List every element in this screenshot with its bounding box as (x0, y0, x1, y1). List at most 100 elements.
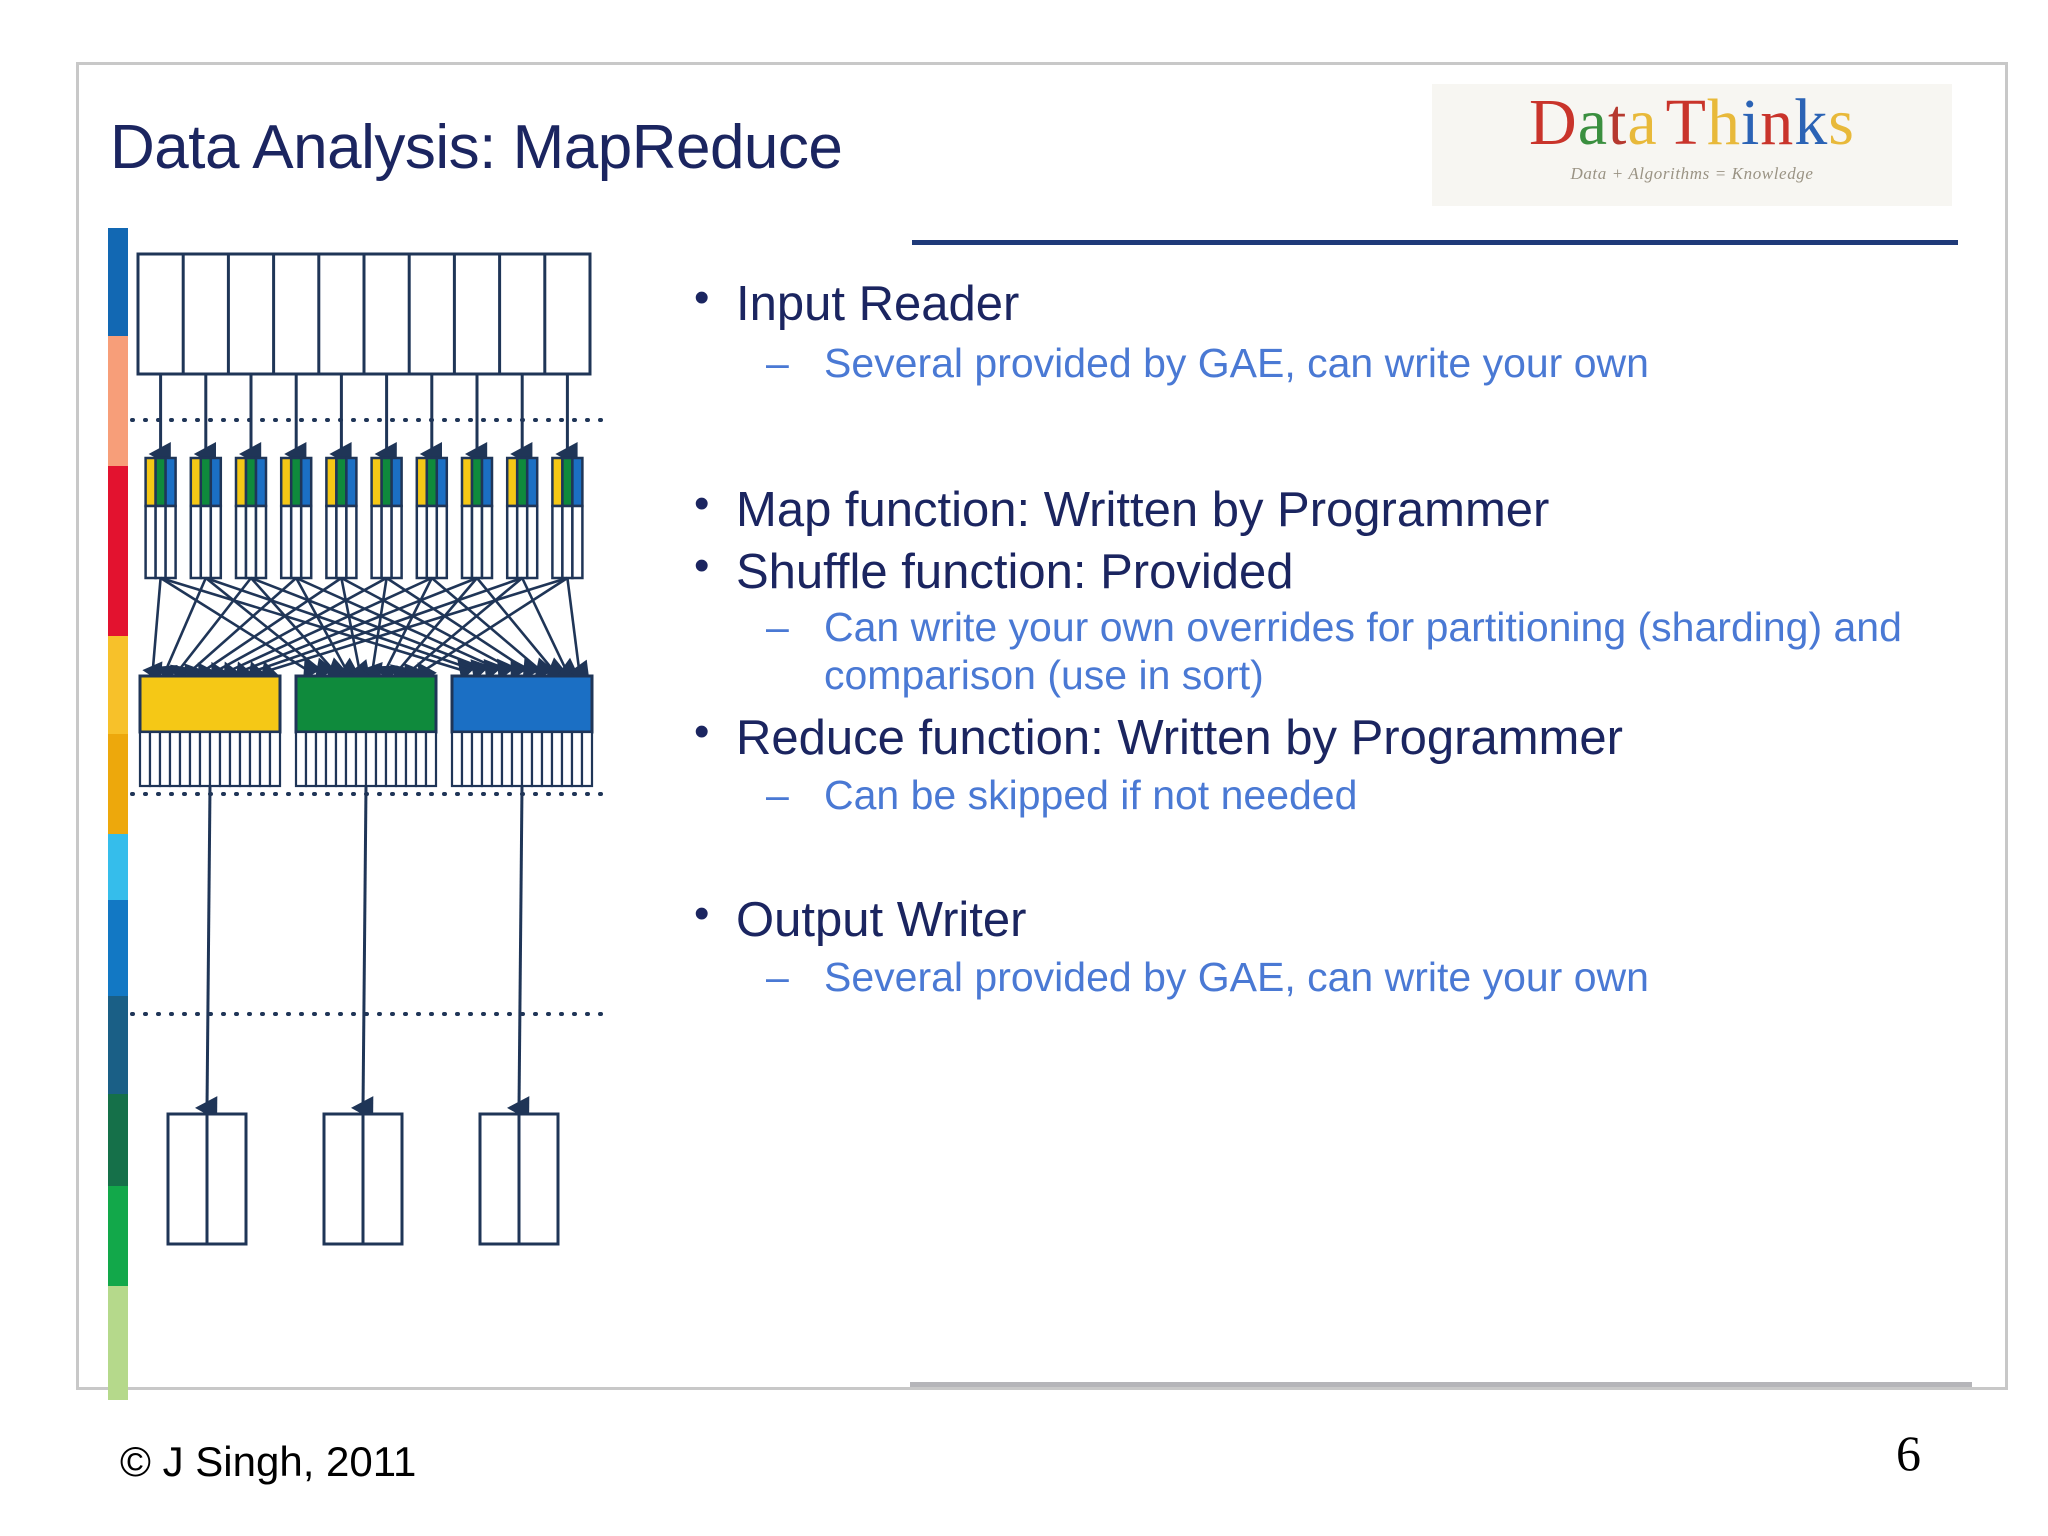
decorative-color-bar (108, 228, 128, 1400)
map-intermediate-cell (289, 504, 303, 580)
reduce-output-cell (218, 730, 232, 788)
color-bar-segment (108, 1094, 128, 1186)
map-intermediate-cell (244, 504, 258, 580)
map-intermediate-cell (345, 504, 358, 580)
logo-letter: n (1760, 86, 1795, 159)
map-stripe (425, 456, 439, 508)
reduce-output-cell (344, 730, 358, 788)
map-intermediate-cell (209, 504, 223, 580)
shuffle-edge (430, 577, 555, 679)
bullet-secondary: Several provided by GAE, can write your … (690, 340, 2034, 388)
map-stripe (515, 456, 529, 508)
shuffle-edge (160, 576, 478, 681)
map-stripe (234, 456, 248, 508)
reduce-output-cell (198, 730, 212, 788)
map-intermediate-cell (525, 504, 539, 580)
shuffle-edge (475, 577, 568, 678)
reduce-output-cell (424, 730, 438, 788)
reduce-output-cell (510, 730, 524, 788)
logo-letter: a (1627, 86, 1658, 159)
color-bar-segment (108, 996, 128, 1094)
reduce-output-cell (228, 730, 242, 788)
map-intermediate-cell (199, 504, 213, 580)
map-intermediate-cell (154, 504, 167, 580)
bullet-secondary: Can be skipped if not needed (690, 772, 2034, 820)
map-intermediate-cell (435, 504, 449, 580)
shuffle-edge (204, 576, 336, 680)
color-bar-segment (108, 336, 128, 466)
reduce-output-cell (580, 730, 594, 788)
reduce-output-cell (550, 730, 564, 788)
reduce-output-cell (374, 730, 388, 788)
reduce-output-cell (294, 730, 308, 788)
map-stripe (154, 456, 167, 508)
map-intermediate-cell (335, 504, 348, 580)
map-stripe (370, 456, 383, 508)
map-intermediate-cell (460, 504, 474, 580)
reduce-output-cell (570, 730, 584, 788)
reduce-output-cell (304, 730, 318, 788)
bullet-primary: Output Writer (690, 889, 1026, 948)
map-stripe (390, 456, 403, 508)
shuffle-edge (155, 577, 207, 685)
shuffle-edge (211, 576, 388, 684)
map-stripe (380, 456, 393, 508)
map-stripe (345, 456, 358, 508)
map-stripe (460, 456, 474, 508)
map-stripe (551, 456, 564, 508)
map-stripe (244, 456, 258, 508)
shuffle-edge (197, 576, 343, 685)
map-intermediate-cell (425, 504, 439, 580)
map-intermediate-cell (390, 504, 403, 580)
color-bar-segment (108, 466, 128, 636)
map-intermediate-cell (515, 504, 529, 580)
map-stripe (335, 456, 348, 508)
bullet-list: Input ReaderSeveral provided by GAE, can… (690, 273, 1980, 1056)
reduce-output-cell (258, 730, 272, 788)
reduce-output-cell (178, 730, 192, 788)
logo-letter: h (1706, 86, 1741, 159)
shuffle-edge (235, 576, 478, 684)
bullet-primary: Shuffle function: Provided (690, 541, 1294, 600)
shuffle-edge (184, 577, 298, 685)
map-stripe (525, 456, 539, 508)
map-stripe (325, 456, 338, 508)
reduce-box (294, 674, 438, 734)
reduce-output-cell (500, 730, 514, 788)
shuffle-edge (223, 576, 433, 684)
color-bar-segment (108, 1286, 128, 1400)
map-intermediate-cell (234, 504, 248, 580)
map-stripe (415, 456, 429, 508)
map-intermediate-cell (480, 504, 494, 580)
reduce-output-cell (238, 730, 252, 788)
bullet-secondary: Can write your own overrides for partiti… (690, 604, 2034, 699)
reduce-output-cell (138, 730, 152, 788)
shuffle-edge (250, 577, 348, 678)
page-number: 6 (1896, 1425, 1921, 1481)
map-intermediate-cell (325, 504, 338, 580)
map-stripe (480, 456, 494, 508)
map-intermediate-cell (551, 504, 564, 580)
map-stripe (189, 456, 203, 508)
shuffle-edge (521, 577, 580, 677)
map-intermediate-cell (189, 504, 203, 580)
map-stripe (299, 456, 313, 508)
reduce-output-cell (314, 730, 328, 788)
reduce-output-cell (480, 730, 494, 788)
reduce-output-cell (354, 730, 368, 788)
color-bar-segment (108, 900, 128, 996)
copyright-text: © J Singh, 2011 (120, 1438, 417, 1485)
map-intermediate-cell (299, 504, 313, 580)
logo-letter: a (1577, 86, 1608, 159)
reduce-to-output-arrow (351, 785, 374, 1121)
map-intermediate-cell (561, 504, 574, 580)
map-stripe (435, 456, 449, 508)
shuffle-edge (247, 576, 523, 683)
shuffle-edge (259, 576, 568, 683)
map-stripe (254, 456, 268, 508)
reduce-output-cell (364, 730, 378, 788)
bullet-primary: Map function: Written by Programmer (690, 479, 1549, 538)
reduce-output-cell (248, 730, 262, 788)
map-stripe (164, 456, 177, 508)
